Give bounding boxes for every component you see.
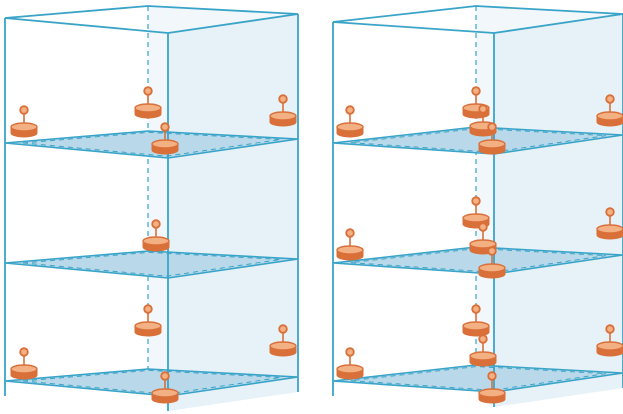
right-cabinet: [332, 5, 623, 407]
marker-bottom-5: [596, 324, 623, 357]
shelf-bottom: [332, 364, 623, 393]
marker-puck-top: [10, 364, 38, 374]
marker-top-2: [134, 86, 162, 119]
marker-pin-head: [345, 347, 355, 357]
marker-bottom-3: [269, 324, 297, 357]
marker-puck-top: [478, 388, 506, 398]
marker-puck-top: [336, 122, 364, 132]
marker-top-3: [151, 122, 179, 155]
marker-top-1: [10, 105, 38, 138]
marker-pin-head: [278, 324, 288, 334]
marker-pin-head: [160, 122, 170, 132]
marker-puck-top: [134, 321, 162, 331]
marker-pin-head: [151, 219, 161, 229]
shelf-inner-outline: [22, 131, 281, 157]
marker-puck-top: [596, 341, 623, 351]
marker-bottom-1: [336, 347, 364, 380]
marker-puck-top: [142, 236, 170, 246]
marker-puck-top: [10, 122, 38, 132]
marker-middle-5: [596, 207, 623, 240]
marker-puck-top: [478, 139, 506, 149]
marker-pin-head: [19, 347, 29, 357]
marker-pin-head: [605, 94, 615, 104]
marker-pin-head: [487, 371, 497, 381]
marker-pin-head: [478, 104, 488, 114]
marker-puck-top: [596, 224, 623, 234]
marker-pin-head: [278, 94, 288, 104]
marker-pin-head: [478, 222, 488, 232]
shelf-top: [332, 126, 623, 155]
marker-bottom-4: [151, 371, 179, 404]
marker-puck-top: [134, 103, 162, 113]
left-cabinet: [4, 5, 299, 411]
marker-top-5: [596, 94, 623, 127]
marker-puck-top: [596, 111, 623, 121]
marker-puck-top: [151, 388, 179, 398]
marker-pin-head: [471, 86, 481, 96]
shelf-inner-outline: [22, 369, 281, 395]
shelf-surface: [332, 126, 623, 155]
marker-pin-head: [605, 207, 615, 217]
right-side-panel: [494, 14, 623, 407]
marker-puck-top: [336, 364, 364, 374]
marker-pin-head: [160, 371, 170, 381]
shelf-inner-outline: [22, 251, 281, 277]
marker-puck-top: [151, 139, 179, 149]
marker-puck-top: [469, 351, 497, 361]
marker-middle-4: [478, 246, 506, 279]
marker-bottom-4: [478, 371, 506, 404]
marker-top-1: [336, 105, 364, 138]
marker-bottom-2: [134, 304, 162, 337]
marker-pin-head: [345, 105, 355, 115]
right-side-panel: [168, 14, 298, 411]
marker-pin-head: [345, 228, 355, 238]
marker-puck-top: [269, 111, 297, 121]
shelf-middle: [332, 246, 623, 275]
marker-puck-top: [462, 321, 490, 331]
shelf-inner-outline: [350, 366, 607, 391]
shelf-surface: [332, 246, 623, 275]
marker-puck-top: [478, 263, 506, 273]
marker-bottom-1: [10, 347, 38, 380]
marker-pin-head: [471, 196, 481, 206]
shelf-inner-outline: [350, 128, 607, 153]
marker-top-4: [478, 122, 506, 155]
marker-bottom-3: [469, 334, 497, 367]
marker-pin-head: [19, 105, 29, 115]
marker-middle-1: [336, 228, 364, 261]
marker-pin-head: [478, 334, 488, 344]
marker-puck-top: [336, 245, 364, 255]
marker-pin-head: [487, 122, 497, 132]
marker-pin-head: [471, 304, 481, 314]
marker-pin-head: [487, 246, 497, 256]
marker-puck-top: [269, 341, 297, 351]
shelf-surface: [332, 364, 623, 393]
top-frame: [332, 5, 623, 34]
marker-bottom-2: [462, 304, 490, 337]
marker-pin-head: [605, 324, 615, 334]
marker-pin-head: [143, 86, 153, 96]
marker-puck-top: [469, 239, 497, 249]
marker-middle-1: [142, 219, 170, 252]
marker-pin-head: [143, 304, 153, 314]
marker-top-4: [269, 94, 297, 127]
shelf-inner-outline: [350, 248, 607, 273]
marker-puck-top: [462, 213, 490, 223]
